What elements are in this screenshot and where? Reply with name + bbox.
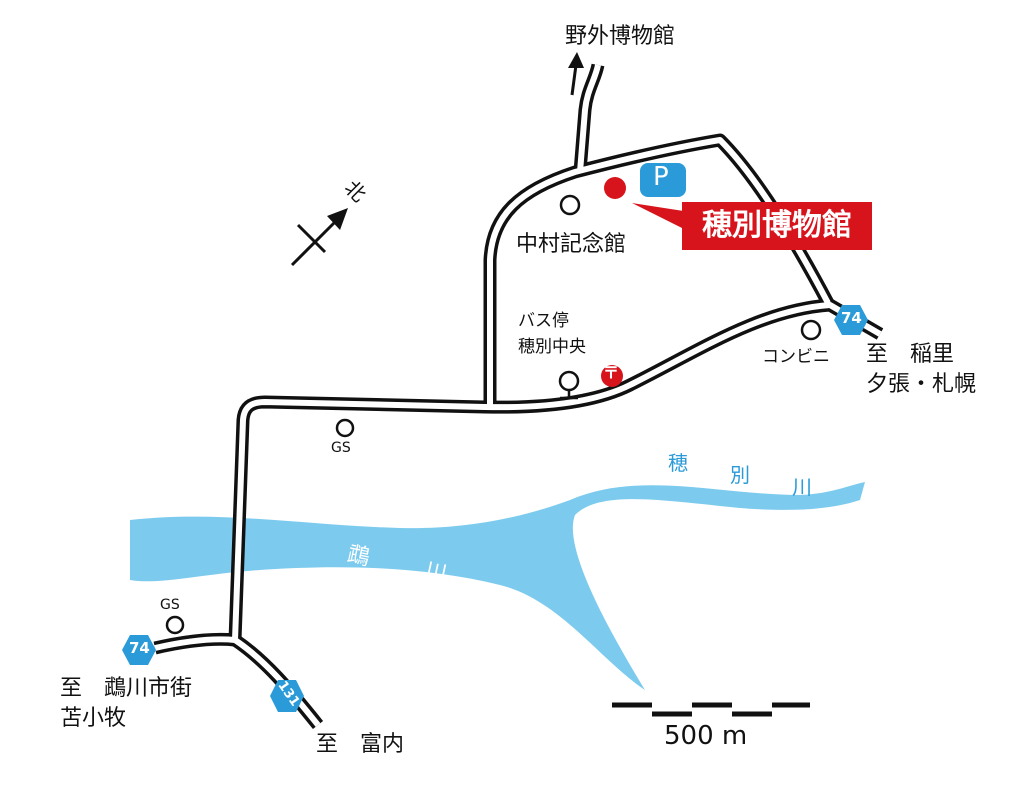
route-74-sign-west	[122, 635, 156, 665]
museum-marker[interactable]	[604, 177, 626, 199]
hobetsu-char-1: 穂	[668, 451, 688, 475]
tomakomai-label: 苫小牧	[60, 706, 127, 731]
gs-lower-label: GS	[160, 597, 180, 613]
gs-upper-marker	[335, 418, 355, 438]
nakamura-marker	[559, 194, 581, 216]
hobetsu-char-2: 別	[730, 463, 750, 487]
post-office-icon	[601, 365, 623, 387]
north-arrow-icon	[290, 220, 337, 267]
bus-stop-label: バス停	[518, 311, 569, 331]
convenience-label: コンビニ	[762, 347, 830, 367]
mukawa-river	[130, 482, 865, 690]
yubari-sapporo-label: 夕張・札幌	[866, 372, 977, 397]
bus-stop-name: 穂別中央	[518, 337, 586, 357]
museum-callout-pointer	[632, 203, 690, 232]
route-74-west-number: 74	[129, 639, 150, 657]
nakamura-label: 中村記念館	[516, 232, 627, 257]
mukawa-town-label: 至 鵡川市街	[60, 676, 193, 701]
parking-icon-bg	[640, 163, 686, 197]
inasato-label: 至 稲里	[866, 342, 955, 367]
scale-bar	[612, 702, 810, 717]
parking-label: P	[653, 162, 669, 192]
tomiuchi-label: 至 富内	[316, 732, 405, 757]
hobetsu-char-3: 川	[792, 475, 812, 499]
arrow-up-icon	[570, 64, 578, 96]
route-74-sign-east	[834, 305, 868, 335]
museum-title[interactable]: 穂別博物館	[682, 202, 872, 250]
post-office-glyph: 〒	[603, 363, 620, 382]
gs-upper-label: GS	[331, 440, 351, 456]
bus-stop-icon	[558, 370, 580, 392]
arrow-head-icon	[568, 52, 584, 68]
route-131-sign	[270, 680, 304, 712]
roads-outline	[153, 63, 884, 730]
roads-fill	[154, 64, 882, 727]
scale-label: 500 m	[664, 721, 748, 751]
convenience-marker	[800, 319, 822, 341]
gs-lower-marker	[165, 615, 185, 635]
field-museum-label: 野外博物館	[565, 24, 676, 49]
route-74-east-number: 74	[841, 309, 862, 327]
